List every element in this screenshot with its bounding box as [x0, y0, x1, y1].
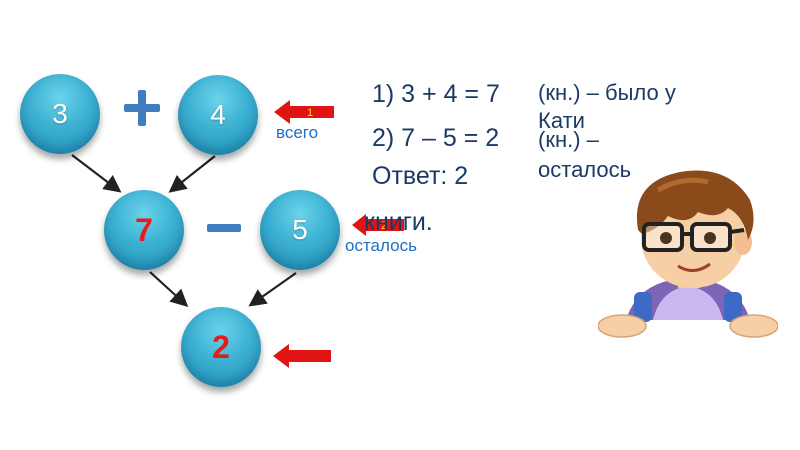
circle-addend-4: 4 — [178, 75, 258, 155]
step-marker-1: 1 — [307, 107, 313, 119]
circle-value: 5 — [292, 214, 308, 246]
answer-tail: книги. — [364, 208, 433, 237]
circle-addend-3: 3 — [20, 74, 100, 154]
equation-step-2: 2) 7 – 5 = 2 — [372, 124, 499, 153]
circle-value: 4 — [210, 99, 226, 131]
arrow-3-to-7 — [72, 155, 118, 190]
red-arrow-icon: 1 — [274, 99, 336, 125]
circle-value: 7 — [135, 212, 153, 249]
circle-value: 2 — [212, 329, 230, 366]
circle-subtrahend-5: 5 — [260, 190, 340, 270]
plus-icon — [122, 88, 162, 128]
arrow-7-to-2 — [150, 272, 185, 304]
equation-step-1: 1) 3 + 4 = 7 — [372, 80, 500, 109]
note-step-2: (кн.) – — [538, 127, 599, 153]
arrow-4-to-7 — [172, 156, 215, 190]
red-arrow-icon — [273, 343, 333, 369]
circle-sum-7: 7 — [104, 190, 184, 270]
schoolboy-illustration — [598, 160, 778, 340]
caption-remaining: осталось — [345, 236, 417, 256]
arrow-5-to-2 — [252, 273, 296, 304]
minus-icon — [206, 222, 242, 234]
caption-total: всего — [276, 123, 318, 143]
note-step-1: (кн.) – было у — [538, 80, 676, 106]
circle-value: 3 — [52, 98, 68, 130]
circle-result-2: 2 — [181, 307, 261, 387]
answer-line: Ответ: 2 — [372, 162, 468, 191]
